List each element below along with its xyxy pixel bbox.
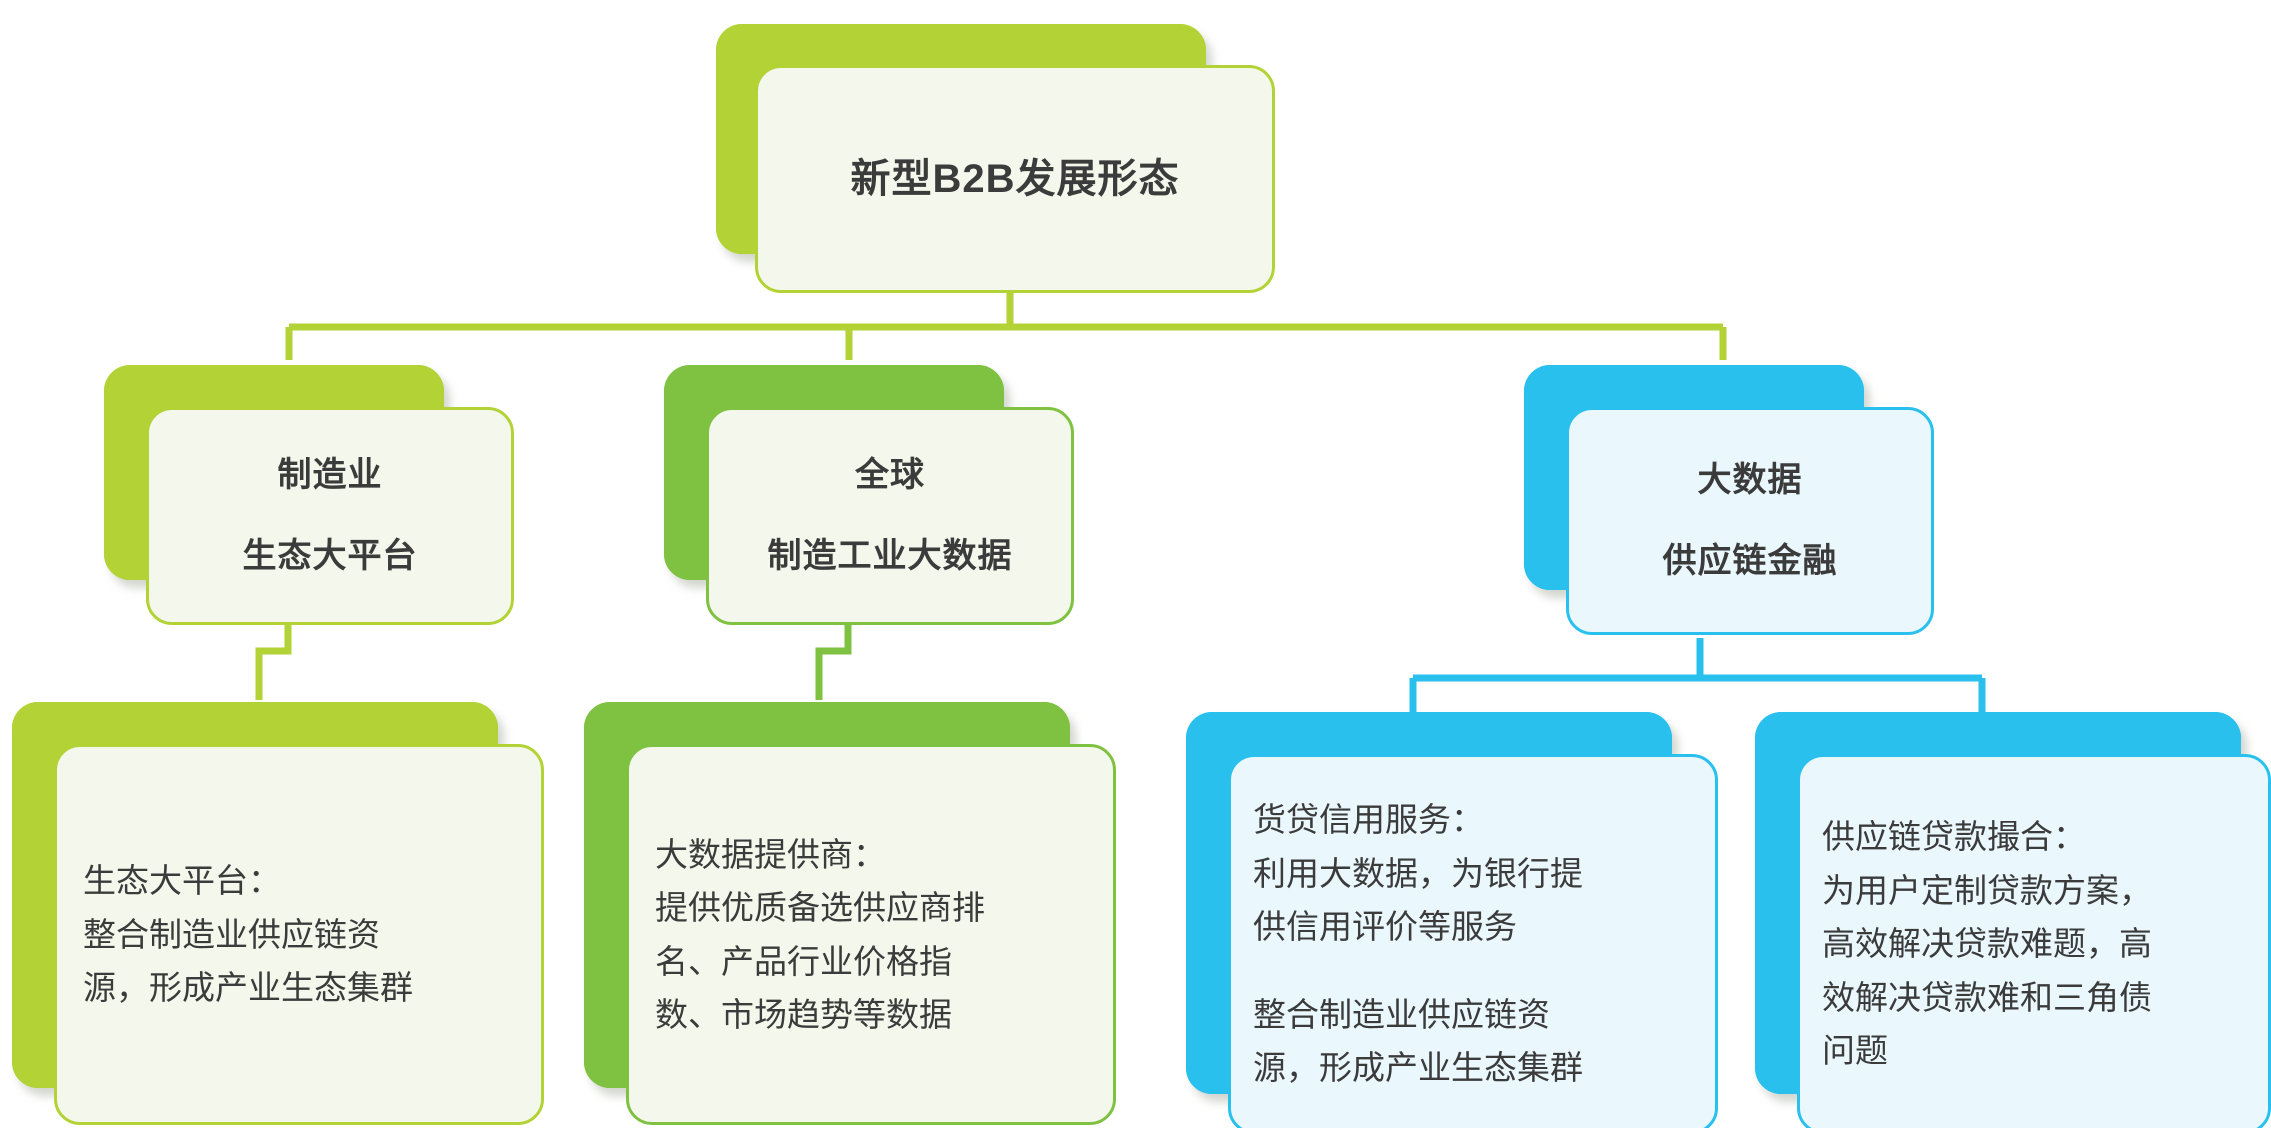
- node-credit-service-detail-paragraph-1: 货贷信用服务： 利用大数据，为银行提 供信用评价等服务: [1253, 801, 1583, 946]
- node-global-industrial-bigdata-line1: 全球: [855, 456, 925, 495]
- node-manufacturing-platform-body: 制造业 生态大平台: [146, 407, 514, 625]
- node-root-body: 新型B2B发展形态: [755, 65, 1275, 293]
- node-eco-platform-detail-body: 生态大平台： 整合制造业供应链资 源，形成产业生态集群: [54, 744, 544, 1125]
- node-bigdata-provider-detail-paragraph-1: 大数据提供商： 提供优质备选供应商排 名、产品行业价格指 数、市场趋势等数据: [655, 835, 985, 1033]
- node-global-industrial-bigdata[interactable]: 全球 制造工业大数据: [664, 365, 1084, 625]
- node-manufacturing-platform[interactable]: 制造业 生态大平台: [104, 365, 524, 625]
- node-eco-platform-detail-paragraph-1: 生态大平台： 整合制造业供应链资 源，形成产业生态集群: [83, 862, 413, 1007]
- node-bigdata-supplychain-finance[interactable]: 大数据 供应链金融: [1524, 365, 1944, 640]
- node-manufacturing-platform-line1: 制造业: [277, 456, 383, 495]
- node-bigdata-supplychain-finance-line1: 大数据: [1697, 461, 1803, 500]
- connector-branch-2-to-leaf-2: [815, 620, 852, 700]
- node-global-industrial-bigdata-body: 全球 制造工业大数据: [706, 407, 1074, 625]
- node-bigdata-provider-detail[interactable]: 大数据提供商： 提供优质备选供应商排 名、产品行业价格指 数、市场趋势等数据: [584, 702, 1124, 1125]
- node-credit-service-detail-paragraph-2: 整合制造业供应链资 源，形成产业生态集群: [1253, 995, 1583, 1087]
- node-loan-matching-detail-paragraph-1: 供应链贷款撮合： 为用户定制贷款方案， 高效解决贷款难题，高 效解决贷款难和三角…: [1822, 818, 2152, 1070]
- node-credit-service-detail-body: 货贷信用服务： 利用大数据，为银行提 供信用评价等服务 整合制造业供应链资 源，…: [1228, 754, 1718, 1128]
- node-bigdata-provider-detail-body: 大数据提供商： 提供优质备选供应商排 名、产品行业价格指 数、市场趋势等数据: [626, 744, 1116, 1125]
- node-bigdata-supplychain-finance-line2: 供应链金融: [1662, 542, 1838, 580]
- node-root[interactable]: 新型B2B发展形态: [716, 24, 1276, 294]
- node-bigdata-supplychain-finance-body: 大数据 供应链金融: [1566, 407, 1934, 635]
- node-root-label: 新型B2B发展形态: [850, 157, 1180, 201]
- node-loan-matching-detail-body: 供应链贷款撮合： 为用户定制贷款方案， 高效解决贷款难题，高 效解决贷款难和三角…: [1797, 754, 2271, 1128]
- node-eco-platform-detail[interactable]: 生态大平台： 整合制造业供应链资 源，形成产业生态集群: [12, 702, 552, 1125]
- node-loan-matching-detail[interactable]: 供应链贷款撮合： 为用户定制贷款方案， 高效解决贷款难题，高 效解决贷款难和三角…: [1755, 712, 2271, 1128]
- node-credit-service-detail[interactable]: 货贷信用服务： 利用大数据，为银行提 供信用评价等服务 整合制造业供应链资 源，…: [1186, 712, 1726, 1128]
- node-manufacturing-platform-line2: 生态大平台: [242, 537, 418, 575]
- node-global-industrial-bigdata-line2: 制造工业大数据: [767, 537, 1013, 575]
- connector-branch-1-to-leaf-1: [255, 620, 292, 700]
